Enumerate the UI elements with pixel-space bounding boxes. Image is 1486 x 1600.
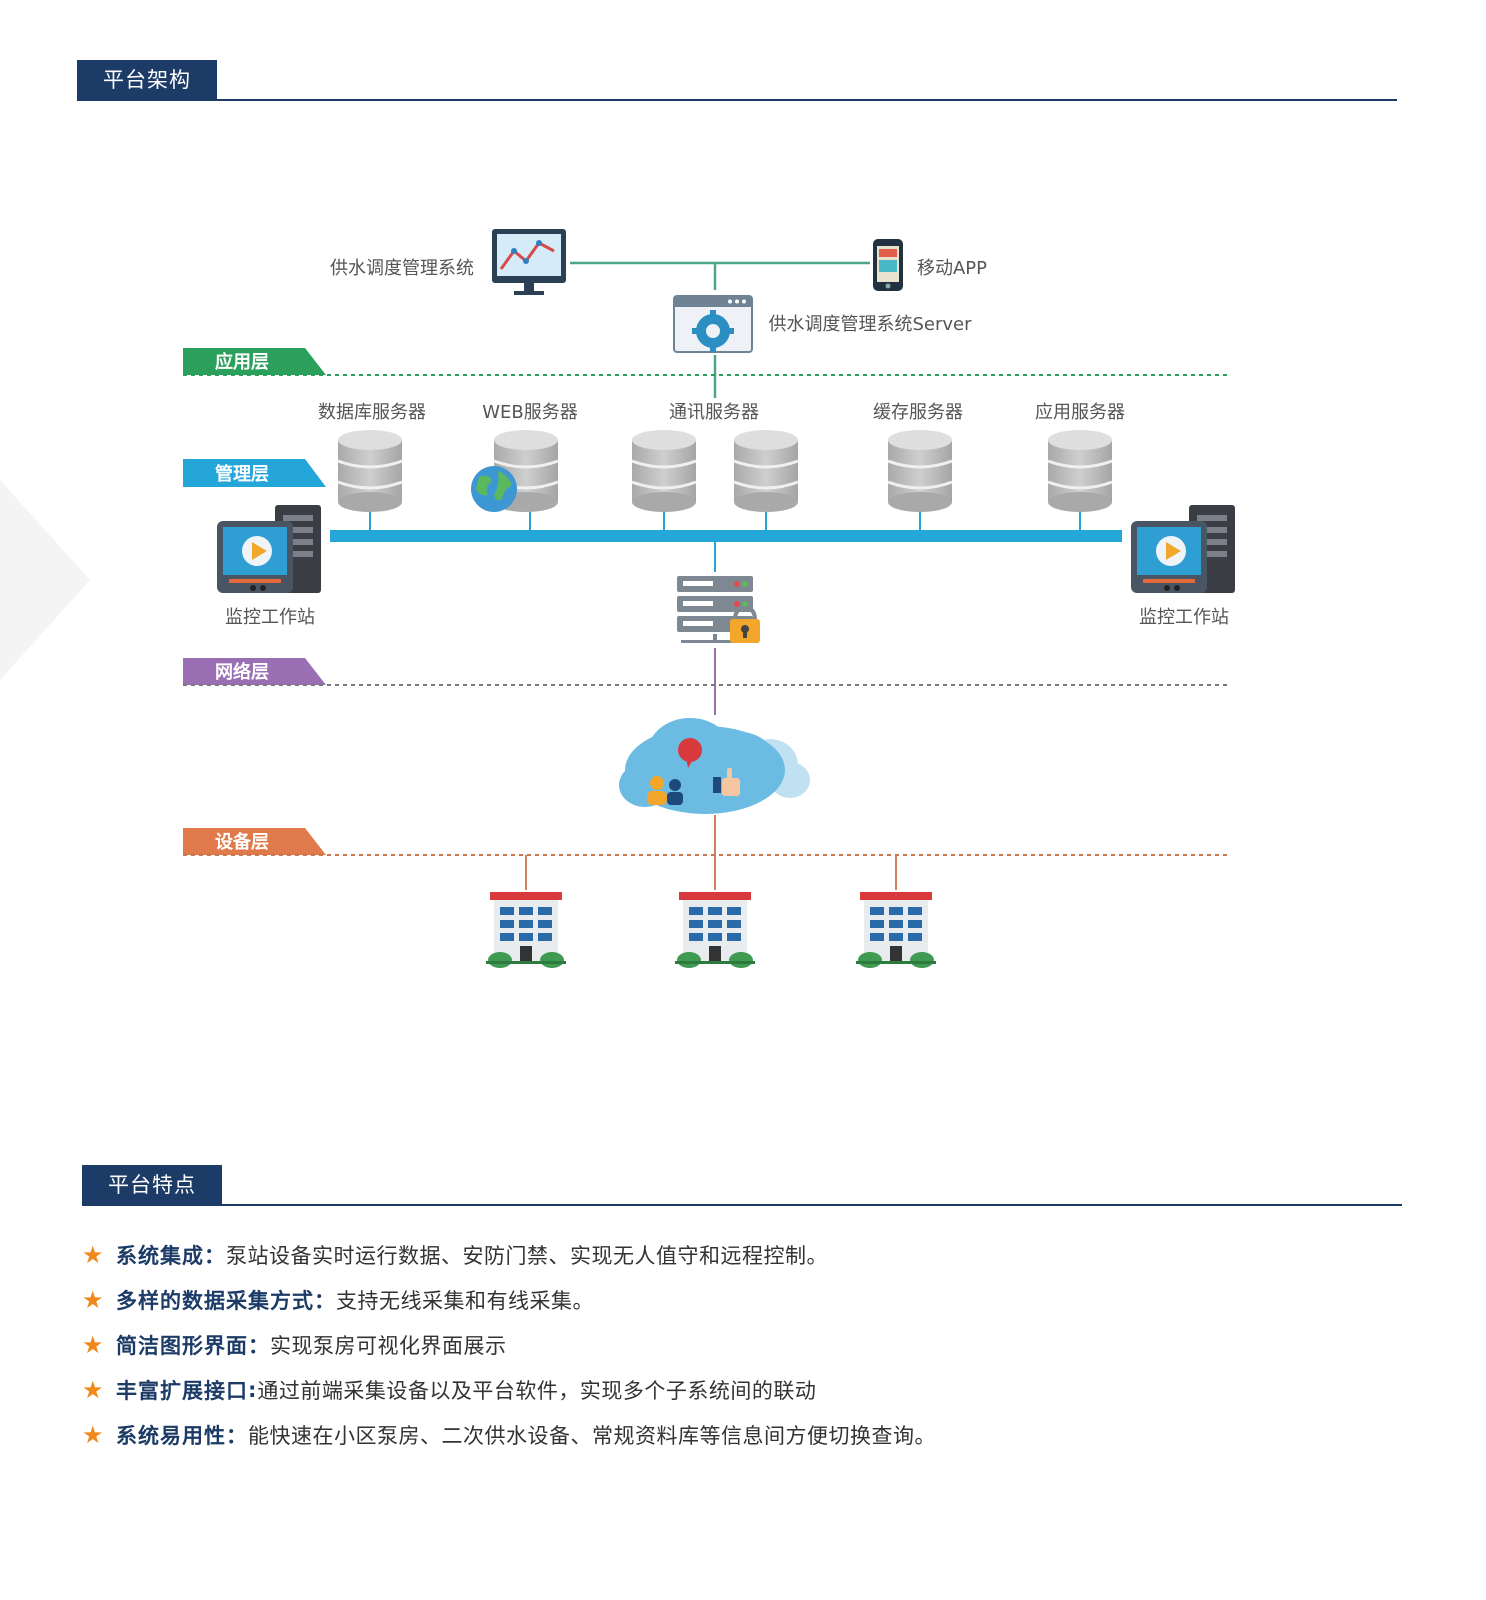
application-layer: 应用层 bbox=[183, 348, 1230, 376]
management-layer: 管理层 bbox=[183, 459, 326, 487]
workstation-label: 监控工作站 bbox=[1139, 607, 1229, 628]
mobile-app-label: 移动APP bbox=[917, 258, 987, 279]
list-item: ★ 系统易用性 ： 能快速在小区泵房、二次供水设备、常规资料库等信息间方便切换查… bbox=[82, 1412, 1382, 1457]
dispatch-system-label: 供水调度管理系统 bbox=[330, 258, 474, 279]
feature-description: 能快速在小区泵房、二次供水设备、常规资料库等信息间方便切换查询。 bbox=[248, 1423, 936, 1448]
feature-title: 系统集成 bbox=[116, 1243, 204, 1268]
app-server-icon bbox=[1046, 428, 1114, 514]
feature-separator: : bbox=[248, 1377, 258, 1402]
layer-label: 网络层 bbox=[215, 661, 269, 683]
feature-separator: ： bbox=[314, 1288, 336, 1313]
mobile-phone-icon bbox=[873, 239, 903, 291]
database-server-icon bbox=[336, 428, 404, 514]
network-bus bbox=[330, 530, 1122, 542]
feature-separator: ： bbox=[204, 1243, 226, 1268]
section-title: 平台特点 bbox=[82, 1165, 222, 1205]
monitor-icon bbox=[492, 229, 566, 295]
cloud-icon bbox=[619, 718, 810, 814]
feature-title: 多样的数据采集方式 bbox=[116, 1288, 314, 1313]
device-layer: 设备层 bbox=[183, 828, 1230, 856]
list-item: ★ 多样的数据采集方式 ： 支持无线采集和有线采集。 bbox=[82, 1277, 1382, 1322]
star-icon: ★ bbox=[82, 1420, 104, 1449]
workstation-label: 监控工作站 bbox=[225, 607, 315, 628]
comm-server-icon bbox=[630, 428, 698, 514]
section-header-architecture: 平台架构 bbox=[77, 60, 1397, 101]
web-server-label: WEB服务器 bbox=[482, 402, 578, 423]
section-header-features: 平台特点 bbox=[82, 1165, 1402, 1206]
building-icon bbox=[856, 892, 936, 968]
feature-description: 通过前端采集设备以及平台软件，实现多个子系统间的联动 bbox=[257, 1378, 817, 1403]
cache-server-icon bbox=[886, 428, 954, 514]
building-icon bbox=[675, 892, 755, 968]
section-divider bbox=[82, 1204, 1402, 1206]
firewall-server-icon bbox=[677, 576, 760, 643]
feature-title: 简洁图形界面 bbox=[116, 1333, 248, 1358]
cache-server-label: 缓存服务器 bbox=[873, 402, 963, 423]
globe-icon bbox=[471, 466, 517, 512]
star-icon: ★ bbox=[82, 1330, 104, 1359]
feature-separator: ： bbox=[248, 1333, 270, 1358]
feature-description: 支持无线采集和有线采集。 bbox=[336, 1288, 594, 1313]
star-icon: ★ bbox=[82, 1285, 104, 1314]
section-divider bbox=[77, 99, 1397, 101]
list-item: ★ 系统集成 ： 泵站设备实时运行数据、安防门禁、实现无人值守和远程控制。 bbox=[82, 1232, 1382, 1277]
network-layer: 网络层 bbox=[183, 658, 1230, 686]
list-item: ★ 简洁图形界面 ： 实现泵房可视化界面展示 bbox=[82, 1322, 1382, 1367]
background-decoration bbox=[0, 480, 90, 680]
feature-description: 实现泵房可视化界面展示 bbox=[270, 1333, 507, 1358]
layer-label: 应用层 bbox=[215, 351, 269, 373]
comm-server-icon bbox=[732, 428, 800, 514]
comm-server-label: 通讯服务器 bbox=[669, 402, 759, 423]
workstation-icon bbox=[1131, 505, 1235, 593]
server-gear-icon bbox=[673, 295, 753, 353]
workstation-icon bbox=[217, 505, 321, 593]
layer-label: 管理层 bbox=[215, 463, 269, 485]
feature-title: 丰富扩展接口 bbox=[116, 1378, 248, 1403]
server-label: 供水调度管理系统Server bbox=[768, 314, 972, 335]
list-item: ★ 丰富扩展接口 : 通过前端采集设备以及平台软件，实现多个子系统间的联动 bbox=[82, 1367, 1382, 1412]
section-title: 平台架构 bbox=[77, 60, 217, 100]
layer-label: 设备层 bbox=[215, 831, 269, 853]
feature-separator: ： bbox=[226, 1423, 248, 1448]
building-icon bbox=[486, 892, 566, 968]
star-icon: ★ bbox=[82, 1240, 104, 1269]
feature-title: 系统易用性 bbox=[116, 1423, 226, 1448]
app-server-label: 应用服务器 bbox=[1035, 402, 1125, 423]
star-icon: ★ bbox=[82, 1375, 104, 1404]
feature-description: 泵站设备实时运行数据、安防门禁、实现无人值守和远程控制。 bbox=[226, 1243, 828, 1268]
architecture-diagram: 供水调度管理系统 移动APP 供水调度管理系统Server 应用层 数据库服务器… bbox=[183, 229, 1235, 968]
database-server-label: 数据库服务器 bbox=[318, 402, 426, 423]
feature-list: ★ 系统集成 ： 泵站设备实时运行数据、安防门禁、实现无人值守和远程控制。 ★ … bbox=[82, 1232, 1382, 1457]
